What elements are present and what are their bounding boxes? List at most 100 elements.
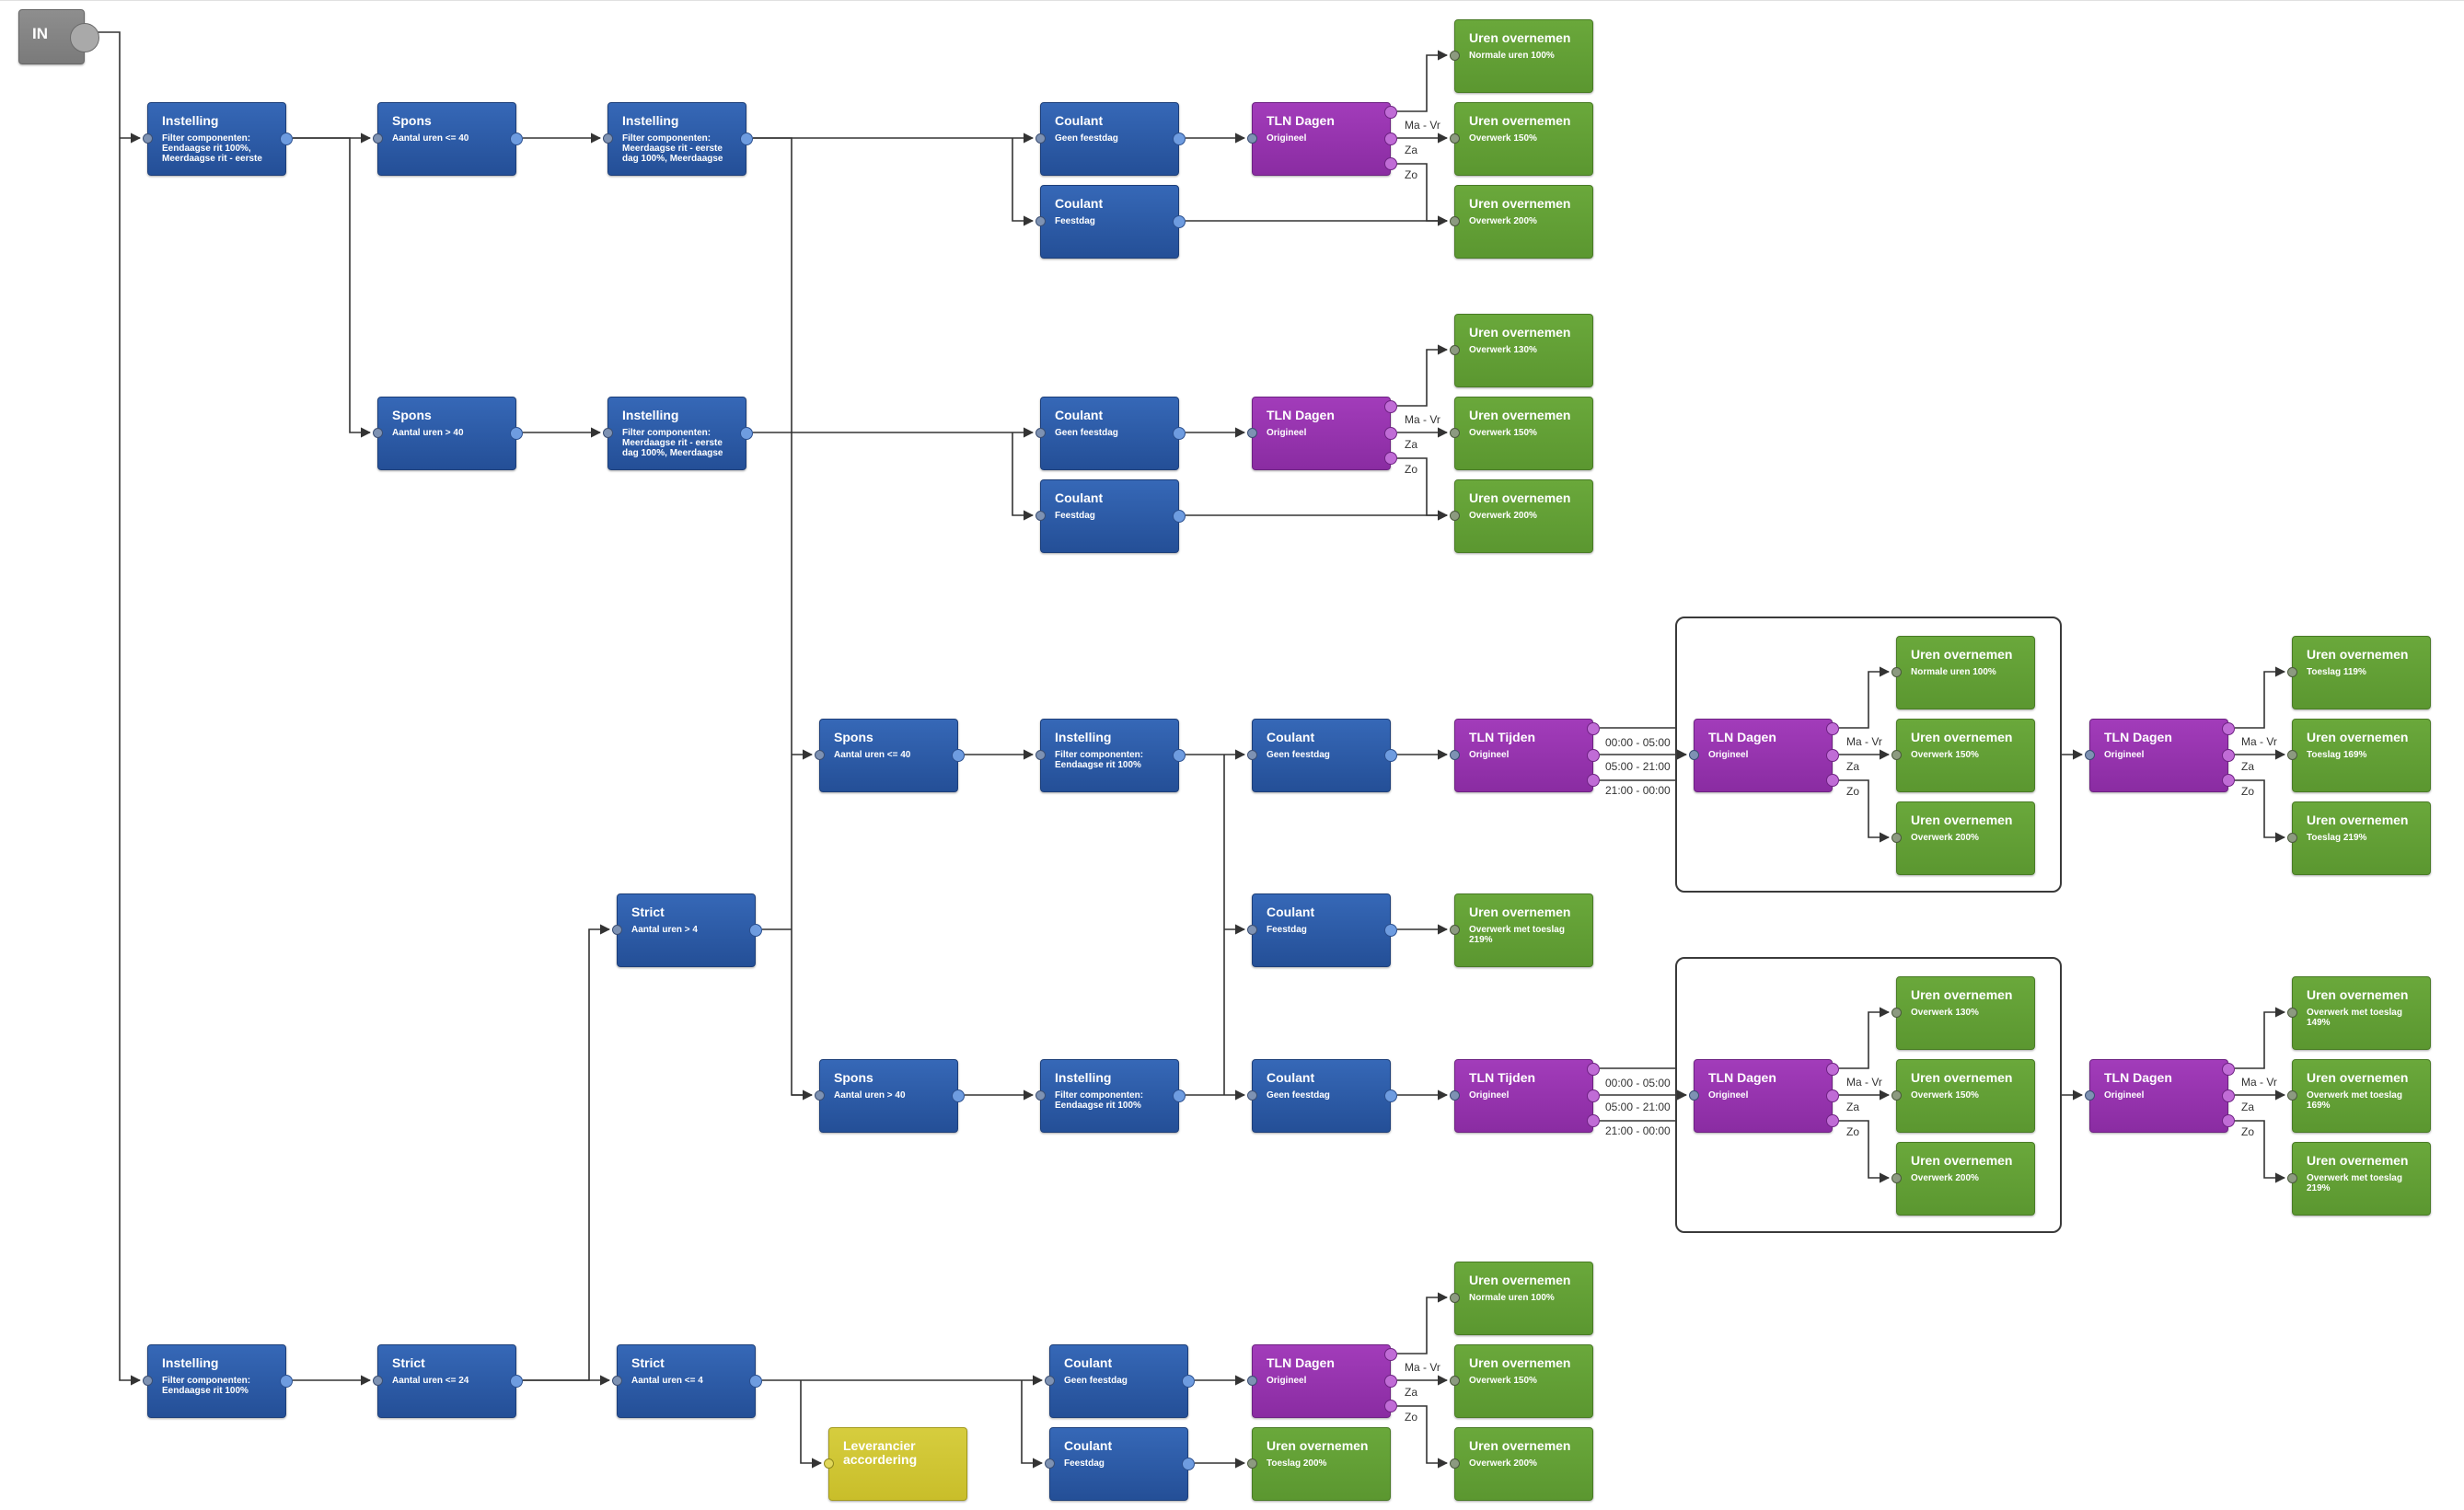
coulant-node[interactable]: Coulant Geen feestdag [1035,397,1186,470]
input-port[interactable] [2085,750,2095,760]
output-port-ma-vr[interactable] [1826,1063,1839,1076]
input-port[interactable] [1035,1090,1046,1101]
coulant-node[interactable]: Coulant Feestdag [1035,479,1186,553]
uren-overnemen-node[interactable]: Uren overnemen Overwerk 150% [1450,397,1593,470]
input-port[interactable] [1891,1008,1902,1018]
input-port[interactable] [2287,667,2297,677]
strict-node[interactable]: Strict Aantal uren <= 4 [612,1344,762,1418]
coulant-node[interactable]: Coulant Feestdag [1045,1427,1195,1501]
uren-overnemen-node[interactable]: Uren overnemen Toeslag 219% [2287,801,2431,875]
input-port[interactable] [1450,345,1460,355]
output-port-za[interactable] [2222,1089,2235,1102]
input-port[interactable] [1891,750,1902,760]
output-port[interactable] [1173,133,1186,145]
input-port[interactable] [1247,750,1257,760]
input-port[interactable] [815,1090,825,1101]
input-port[interactable] [1450,511,1460,521]
output-port-zo[interactable] [2222,1114,2235,1127]
output-port[interactable] [280,1375,293,1388]
output-port-za[interactable] [2222,749,2235,762]
output-port-t3[interactable] [1587,1114,1600,1127]
input-port[interactable] [1035,511,1046,521]
input-port[interactable] [1045,1376,1055,1386]
output-port-za[interactable] [1826,749,1839,762]
uren-overnemen-node[interactable]: Uren overnemen Overwerk 150% [1891,1059,2035,1133]
uren-overnemen-node[interactable]: Uren overnemen Overwerk met toeslag 169% [2287,1059,2431,1133]
output-port-za[interactable] [1384,1375,1397,1388]
input-port[interactable] [373,1376,383,1386]
input-port[interactable] [1247,1376,1257,1386]
uren-overnemen-node[interactable]: Uren overnemen Overwerk met toeslag 149% [2287,976,2431,1050]
uren-overnemen-node[interactable]: Uren overnemen Normale uren 100% [1450,19,1593,93]
tln-dagen-node[interactable]: TLN Dagen Origineel [1247,102,1397,176]
tln-dagen-node[interactable]: TLN Dagen Origineel [2085,1059,2235,1133]
output-port[interactable] [1173,427,1186,440]
spons-node[interactable]: Spons Aantal uren <= 40 [815,719,965,792]
coulant-node[interactable]: Coulant Feestdag [1035,185,1186,259]
output-port[interactable] [1173,1089,1186,1102]
coulant-node[interactable]: Coulant Geen feestdag [1035,102,1186,176]
output-port[interactable] [1384,924,1397,937]
output-port-t3[interactable] [1587,774,1600,787]
input-port[interactable] [1450,1376,1460,1386]
tln-dagen-node[interactable]: TLN Dagen Origineel [1689,1059,1839,1133]
coulant-node[interactable]: Coulant Geen feestdag [1247,719,1397,792]
input-port[interactable] [1891,1173,1902,1183]
tln-tijden-node[interactable]: TLN Tijden Origineel [1450,1059,1600,1133]
input-port[interactable] [2085,1090,2095,1101]
output-port-zo[interactable] [2222,774,2235,787]
input-port[interactable] [824,1458,834,1469]
uren-overnemen-node[interactable]: Uren overnemen Overwerk 150% [1450,102,1593,176]
input-port[interactable] [1035,216,1046,226]
output-port[interactable] [1384,749,1397,762]
uren-overnemen-node[interactable]: Uren overnemen Toeslag 119% [2287,636,2431,709]
tln-dagen-node[interactable]: TLN Dagen Origineel [1689,719,1839,792]
uren-overnemen-node[interactable]: Uren overnemen Overwerk 150% [1450,1344,1593,1418]
input-port[interactable] [2287,1173,2297,1183]
output-port-zo[interactable] [1826,774,1839,787]
input-port[interactable] [1247,925,1257,935]
input-port[interactable] [2287,750,2297,760]
input-port[interactable] [1035,428,1046,438]
uren-overnemen-node[interactable]: Uren overnemen Overwerk 130% [1891,976,2035,1050]
spons-node[interactable]: Spons Aantal uren <= 40 [373,102,523,176]
input-port[interactable] [1450,925,1460,935]
input-port[interactable] [1247,1458,1257,1469]
output-port[interactable] [70,23,99,52]
uren-overnemen-node[interactable]: Uren overnemen Toeslag 169% [2287,719,2431,792]
output-port-za[interactable] [1826,1089,1839,1102]
input-port[interactable] [1450,133,1460,144]
output-port[interactable] [510,1375,523,1388]
input-port[interactable] [1891,1090,1902,1101]
input-port[interactable] [373,133,383,144]
instelling-node[interactable]: Instelling Filter componenten: Meerdaags… [603,102,753,176]
input-port[interactable] [1689,1090,1699,1101]
output-port-zo[interactable] [1384,452,1397,465]
input-port[interactable] [1450,1458,1460,1469]
uren-overnemen-node[interactable]: Uren overnemen Toeslag 200% [1247,1427,1391,1501]
input-port[interactable] [143,133,153,144]
output-port-za[interactable] [1384,427,1397,440]
spons-node[interactable]: Spons Aantal uren > 40 [373,397,523,470]
input-port[interactable] [2287,833,2297,843]
output-port[interactable] [749,1375,762,1388]
input-port[interactable] [603,428,613,438]
input-port[interactable] [1045,1458,1055,1469]
output-port[interactable] [952,749,965,762]
input-port[interactable] [1450,750,1460,760]
tln-dagen-node[interactable]: TLN Dagen Origineel [2085,719,2235,792]
input-port[interactable] [1689,750,1699,760]
strict-node[interactable]: Strict Aantal uren > 4 [612,893,762,967]
output-port-ma-vr[interactable] [1384,1348,1397,1361]
output-port[interactable] [1173,749,1186,762]
input-port[interactable] [2287,1090,2297,1101]
input-port[interactable] [1247,1090,1257,1101]
uren-overnemen-node[interactable]: Uren overnemen Overwerk met toeslag 219% [1450,893,1593,967]
input-port[interactable] [603,133,613,144]
output-port-t2[interactable] [1587,1089,1600,1102]
output-port[interactable] [1384,1089,1397,1102]
input-port[interactable] [1247,428,1257,438]
output-port-za[interactable] [1384,133,1397,145]
output-port[interactable] [510,133,523,145]
output-port-zo[interactable] [1384,157,1397,170]
